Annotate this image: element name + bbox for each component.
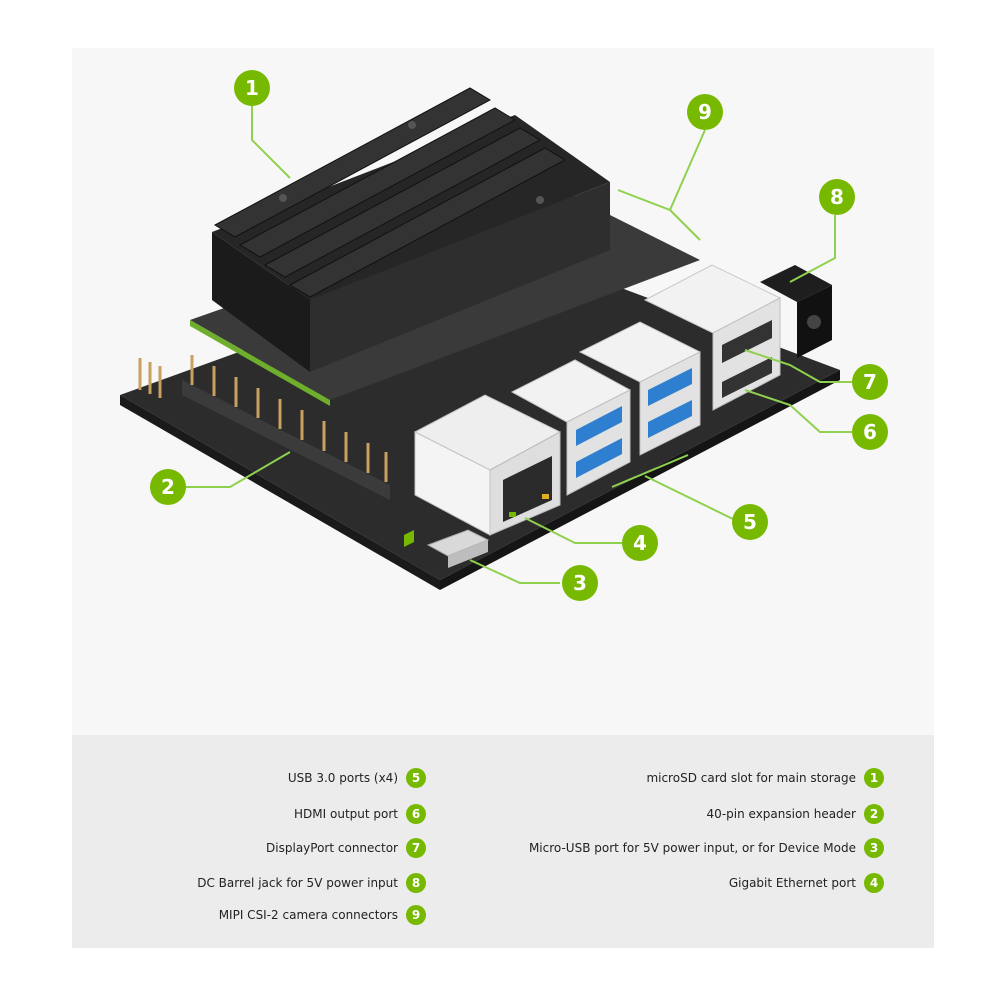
callout-4-number: 4: [633, 531, 647, 555]
gpio-header: [182, 380, 390, 500]
legend-item-7: DisplayPort connector 7: [266, 836, 426, 860]
callout-1-number: 1: [245, 76, 259, 100]
callout-2-number: 2: [161, 475, 175, 499]
usb-port-blue: [576, 406, 622, 446]
callout-7-number: 7: [863, 370, 877, 394]
callout-line-4: [524, 517, 622, 544]
legend-item-5: USB 3.0 ports (x4) 5: [288, 766, 426, 790]
callout-7: 7: [852, 364, 888, 400]
usb-port-blue: [576, 438, 622, 478]
callout-2: 2: [150, 469, 186, 505]
callout-8-badge: [819, 179, 855, 215]
legend-item-badge: 8: [406, 873, 426, 893]
hdmi-port: [722, 357, 772, 398]
callout-5: 5: [732, 504, 768, 540]
legend-item-text: MIPI CSI-2 camera connectors: [218, 908, 398, 922]
heatsink-screw: [536, 196, 544, 204]
module-green-edge: [190, 320, 330, 406]
callout-line-9a: [617, 129, 706, 212]
legend-item-badge: 6: [406, 804, 426, 824]
callout-9-badge: [687, 94, 723, 130]
barrel-jack-top: [760, 265, 832, 302]
legend-item-badge: 2: [864, 804, 884, 824]
gpio-pins: [190, 355, 388, 482]
legend-panel: microSD card slot for main storage 1 40-…: [72, 735, 934, 948]
callout-8-number: 8: [830, 185, 844, 209]
callout-9: 9: [687, 94, 723, 130]
ethernet-led: [509, 512, 516, 517]
legend-item-text: 40-pin expansion header: [706, 807, 856, 821]
callout-6-badge: [852, 414, 888, 450]
micro-usb-port-front: [448, 540, 488, 568]
usb-port-blue: [648, 368, 692, 406]
callout-8: 8: [819, 179, 855, 215]
ethernet-port-side: [414, 431, 491, 536]
callout-7-badge: [852, 364, 888, 400]
callout-4-badge: [622, 525, 658, 561]
legend-item-text: HDMI output port: [294, 807, 398, 821]
legend-item-text: USB 3.0 ports (x4): [287, 771, 398, 785]
callout-line-9b: [669, 209, 701, 241]
legend-item-badge: 1: [864, 768, 884, 788]
legend-item-text: DisplayPort connector: [266, 841, 398, 855]
legend-item-4: Gigabit Ethernet port 4: [729, 871, 884, 895]
legend-item-text: Gigabit Ethernet port: [728, 876, 856, 890]
legend-item-8: DC Barrel jack for 5V power input 8: [197, 871, 426, 895]
legend-item-badge: 4: [864, 873, 884, 893]
carrier-board-edge: [120, 395, 440, 590]
usb-stack-right: [578, 321, 702, 456]
callout-line-5a: [611, 454, 689, 488]
legend-item-badge: 3: [864, 838, 884, 858]
callout-4: 4: [622, 525, 658, 561]
barrel-jack-hole: [807, 315, 821, 329]
legend-item-9: MIPI CSI-2 camera connectors 9: [219, 903, 426, 927]
board-illustration: 1 2 3 4 5 6 7 8 9: [120, 70, 888, 601]
heatsink-fin: [238, 107, 517, 258]
usb-port-blue: [648, 400, 692, 438]
callout-3-badge: [562, 565, 598, 601]
jumper-pins: [138, 358, 162, 398]
callout-lines: [186, 88, 852, 584]
callout-line-2: [186, 451, 291, 488]
ethernet-led: [542, 494, 549, 499]
ethernet-jack: [503, 456, 552, 522]
legend-item-text: DC Barrel jack for 5V power input: [197, 876, 398, 890]
callout-line-8: [789, 215, 836, 283]
heatsink-screw: [279, 194, 287, 202]
legend-item-2: 40-pin expansion header 2: [707, 802, 884, 826]
callout-5-number: 5: [743, 510, 757, 534]
heatsink-screw: [408, 121, 416, 129]
callout-line-5b: [644, 475, 736, 521]
callout-line-3: [469, 559, 560, 584]
callout-2-badge: [150, 469, 186, 505]
carrier-board-edge-right: [440, 370, 840, 590]
callout-line-6: [744, 389, 852, 433]
legend-item-badge: 5: [406, 768, 426, 788]
legend-item-badge: 9: [406, 905, 426, 925]
callout-1: 1: [234, 70, 270, 106]
callout-1-badge: [234, 70, 270, 106]
callout-line-7: [744, 349, 852, 383]
heatsink-side: [212, 232, 310, 372]
callout-3: 3: [562, 565, 598, 601]
legend-item-text: microSD card slot for main storage: [646, 771, 856, 785]
legend-item-3: Micro-USB port for 5V power input, or fo…: [529, 836, 884, 860]
heatsink-fin: [263, 127, 542, 278]
legend-item-text: Micro-USB port for 5V power input, or fo…: [528, 841, 856, 855]
callout-6-number: 6: [863, 420, 877, 444]
heatsink-front: [310, 182, 610, 372]
legend-item-1: microSD card slot for main storage 1: [646, 766, 884, 790]
callout-6: 6: [852, 414, 888, 450]
callout-5-badge: [732, 504, 768, 540]
callout-9-number: 9: [698, 100, 712, 124]
board-mounting-mark: [404, 530, 414, 547]
callout-3-number: 3: [573, 571, 587, 595]
displayport: [722, 320, 772, 363]
usb-stack-left: [510, 359, 632, 496]
legend-item-6: HDMI output port 6: [294, 802, 426, 826]
legend-item-badge: 7: [406, 838, 426, 858]
heatsink-fin: [288, 147, 567, 298]
